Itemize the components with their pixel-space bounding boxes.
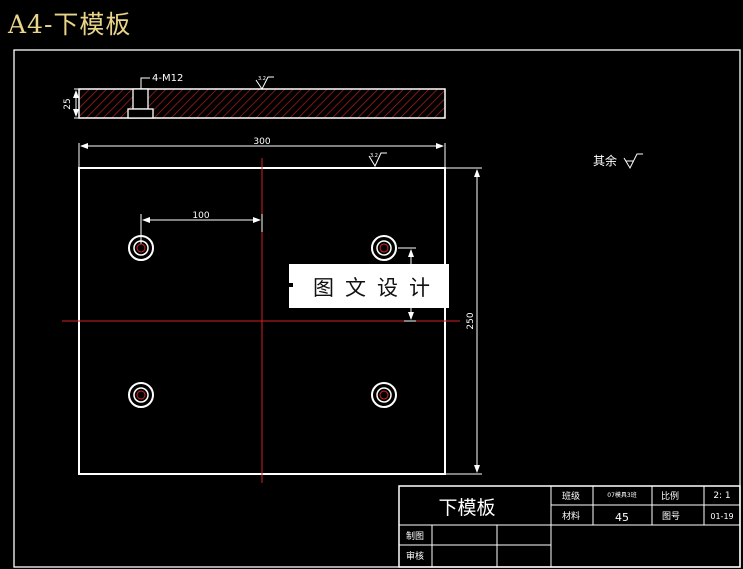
watermark: 图文设计 xyxy=(289,264,449,308)
counterbore-hole xyxy=(132,88,149,110)
title-block xyxy=(398,485,741,568)
drawing-border xyxy=(13,49,741,568)
material-label: 材料 xyxy=(562,510,580,522)
class-label: 班级 xyxy=(562,490,580,502)
scale-value: 2: 1 xyxy=(713,491,730,501)
material-value: 45 xyxy=(615,511,629,524)
roughness-mark-icon: 3.2 xyxy=(368,152,387,168)
watermark-text: 图文设计 xyxy=(313,276,441,300)
hole-bottom-right xyxy=(371,382,397,408)
svg-text:3.2: 3.2 xyxy=(258,76,266,82)
thread-leader xyxy=(140,77,150,89)
general-roughness-note: 其余 xyxy=(593,153,643,170)
class-value: 07模具3班 xyxy=(607,491,636,499)
hole-top-right xyxy=(371,235,397,261)
side-view: 4-M12 25 3.2 xyxy=(63,73,446,119)
sheet-title: A4-下模板 xyxy=(8,10,132,39)
height-dim: 250 xyxy=(466,312,476,329)
hole-spacing-dim: 100 xyxy=(192,211,209,221)
scale-label: 比例 xyxy=(661,490,679,502)
plan-view: 300 3.2 100 xyxy=(62,137,482,483)
width-dim: 300 xyxy=(253,137,270,147)
part-name: 下模板 xyxy=(438,497,495,519)
drawn-by-label: 制图 xyxy=(406,530,424,542)
hole-bottom-left xyxy=(128,382,154,408)
roughness-mark-icon: 3.2 xyxy=(255,76,274,90)
side-height-dim: 25 xyxy=(63,98,73,109)
hole-top-left xyxy=(128,235,154,261)
roughness-mark-icon xyxy=(623,153,643,170)
drawing-no-label: 图号 xyxy=(662,511,680,522)
general-roughness-label: 其余 xyxy=(593,153,617,168)
thread-hole xyxy=(127,108,154,119)
checked-by-label: 审核 xyxy=(406,550,424,562)
thread-label: 4-M12 xyxy=(152,73,183,84)
svg-text:3.2: 3.2 xyxy=(370,153,378,159)
drawing-no-value: 01-19 xyxy=(710,512,733,521)
